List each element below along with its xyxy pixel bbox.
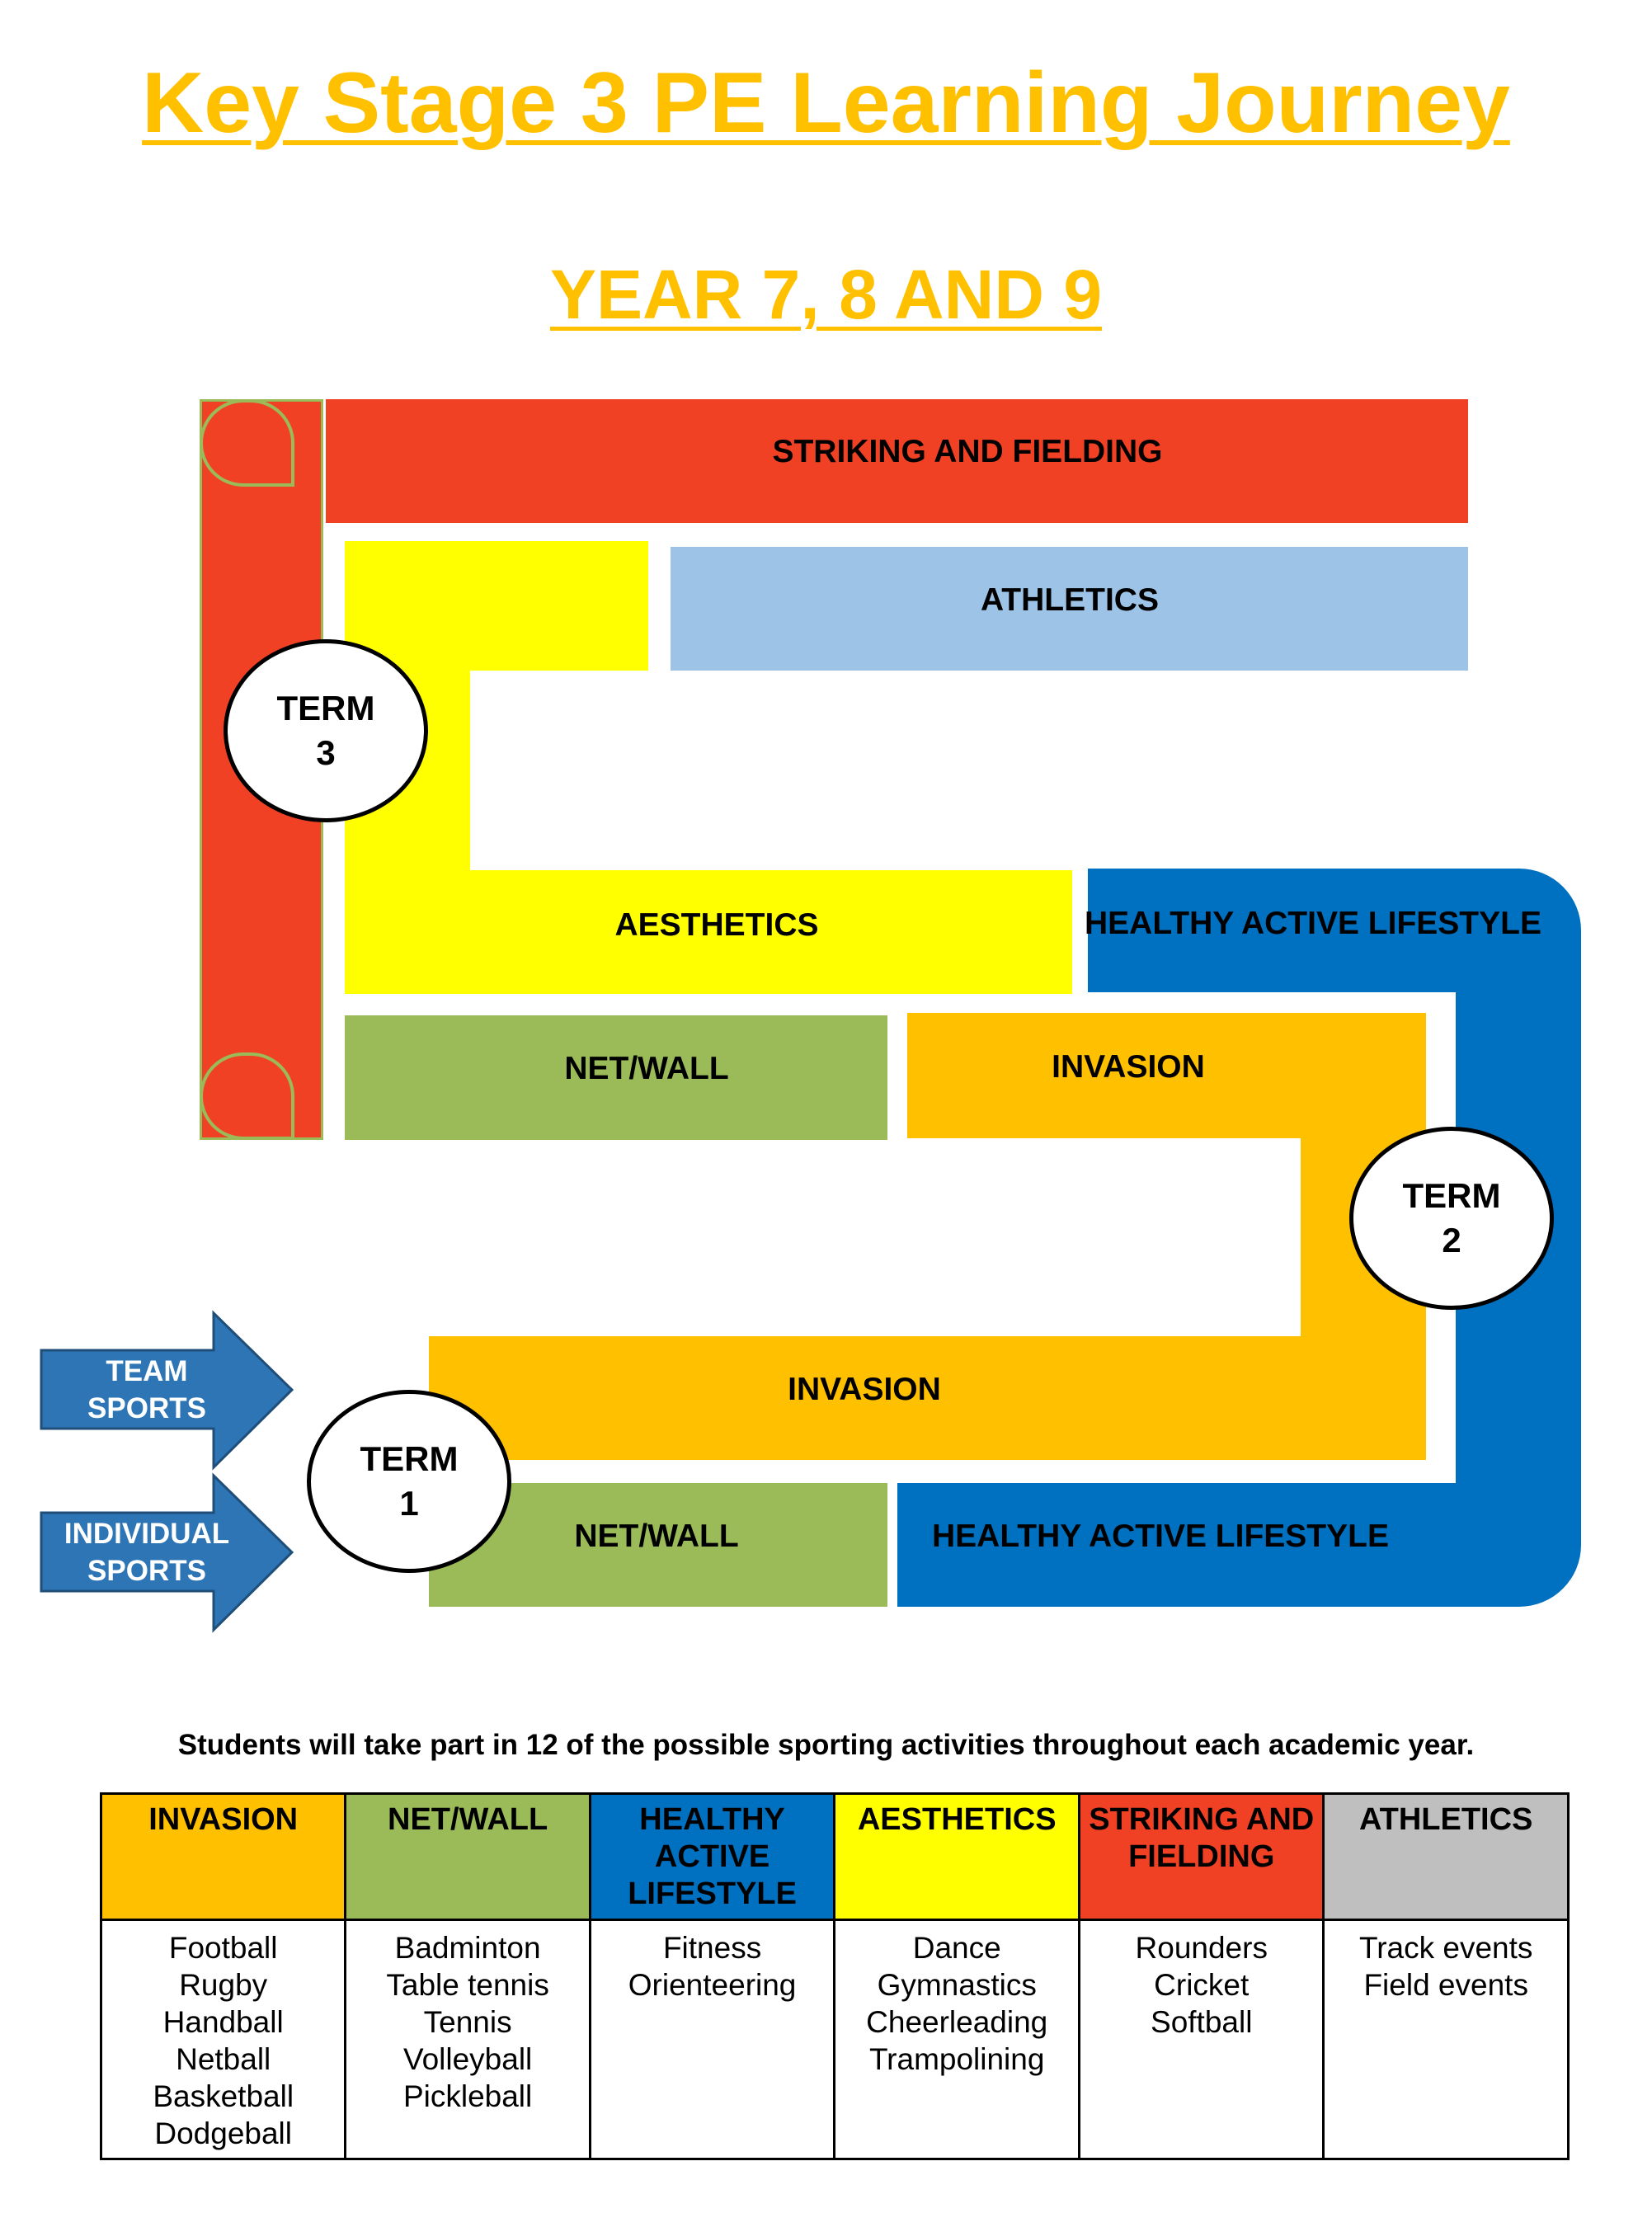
athletics-label: ATHLETICS <box>981 582 1159 618</box>
team-sports-label: TEAM SPORTS <box>87 1355 206 1424</box>
list-item: Handball <box>162 2005 284 2039</box>
list-item: Tennis <box>423 2005 512 2039</box>
list-item: Cheerleading <box>866 2005 1048 2039</box>
list-item: Netball <box>176 2042 271 2076</box>
netwall-bottom-label: NET/WALL <box>574 1518 739 1554</box>
invasion-block-bottom <box>429 1336 1426 1460</box>
healthy-block-top <box>1088 869 1517 992</box>
netwall-block-top <box>345 1015 887 1140</box>
list-item: Basketball <box>153 2079 294 2113</box>
header-healthy: HEALTHY ACTIVE LIFESTYLE <box>588 1792 836 1921</box>
list-item: Dodgeball <box>154 2116 292 2150</box>
list-item: Rounders <box>1135 1931 1268 1965</box>
striking-label: STRIKING AND FIELDING <box>772 433 1163 469</box>
healthy-cell: Fitness Orienteering <box>588 1919 836 2160</box>
athletics-cell: Track events Field events <box>1322 1919 1570 2160</box>
scroll-top-cap <box>200 399 294 487</box>
list-item: Gymnastics <box>877 1968 1037 2002</box>
header-invasion: INVASION <box>99 1792 347 1921</box>
scroll-bottom-cap <box>200 1052 294 1140</box>
netwall-top-label: NET/WALL <box>564 1050 729 1086</box>
page-subtitle: YEAR 7, 8 AND 9 <box>549 256 1103 333</box>
healthy-block-bottom <box>897 1483 1508 1607</box>
invasion-top-label: INVASION <box>1052 1048 1205 1085</box>
term1-badge: TERM 1 <box>307 1390 511 1573</box>
athletics-block <box>671 547 1468 671</box>
list-item: Dance <box>912 1931 1001 1965</box>
list-item: Track events <box>1359 1931 1533 1965</box>
invasion-cell: Football Rugby Handball Netball Basketba… <box>99 1919 347 2160</box>
activities-table: INVASION NET/WALL HEALTHY ACTIVE LIFESTY… <box>99 1792 1570 2160</box>
individual-sports-label: INDIVIDUAL SPORTS <box>64 1518 230 1587</box>
list-item: Trampolining <box>868 2042 1045 2076</box>
healthy-bottom-label: HEALTHY ACTIVE LIFESTYLE <box>932 1518 1389 1554</box>
list-item: Fitness <box>662 1931 762 1965</box>
header-athletics: ATHLETICS <box>1322 1792 1570 1921</box>
term3-badge: TERM 3 <box>224 639 428 822</box>
table-header-row: INVASION NET/WALL HEALTHY ACTIVE LIFESTY… <box>99 1792 1570 1921</box>
list-item: Field events <box>1363 1968 1528 2002</box>
term2-badge: TERM 2 <box>1349 1127 1554 1310</box>
list-item: Orienteering <box>628 1968 797 2002</box>
list-item: Pickleball <box>402 2079 533 2113</box>
list-item: Softball <box>1151 2005 1253 2039</box>
table-row: Football Rugby Handball Netball Basketba… <box>99 1919 1570 2160</box>
aesthetics-cell: Dance Gymnastics Cheerleading Trampolini… <box>833 1919 1081 2160</box>
list-item: Cricket <box>1154 1968 1250 2002</box>
activities-note: Students will take part in 12 of the pos… <box>177 1729 1475 1761</box>
aesthetics-label: AESTHETICS <box>614 906 819 943</box>
striking-cell: Rounders Cricket Softball <box>1078 1919 1325 2160</box>
header-striking: STRIKING AND FIELDING <box>1078 1792 1325 1921</box>
header-net-wall: NET/WALL <box>344 1792 591 1921</box>
page-title: Key Stage 3 PE Learning Journey <box>142 55 1510 151</box>
striking-block <box>326 399 1468 523</box>
aesthetics-block <box>345 870 1072 994</box>
list-item: Badminton <box>394 1931 541 1965</box>
list-item: Rugby <box>179 1968 268 2002</box>
list-item: Table tennis <box>386 1968 549 2002</box>
invasion-bottom-label: INVASION <box>788 1371 941 1407</box>
header-aesthetics: AESTHETICS <box>833 1792 1081 1921</box>
healthy-top-label: HEALTHY ACTIVE LIFESTYLE <box>1085 905 1541 941</box>
list-item: Football <box>168 1931 278 1965</box>
list-item: Volleyball <box>402 2042 533 2076</box>
net-wall-cell: Badminton Table tennis Tennis Volleyball… <box>344 1919 591 2160</box>
